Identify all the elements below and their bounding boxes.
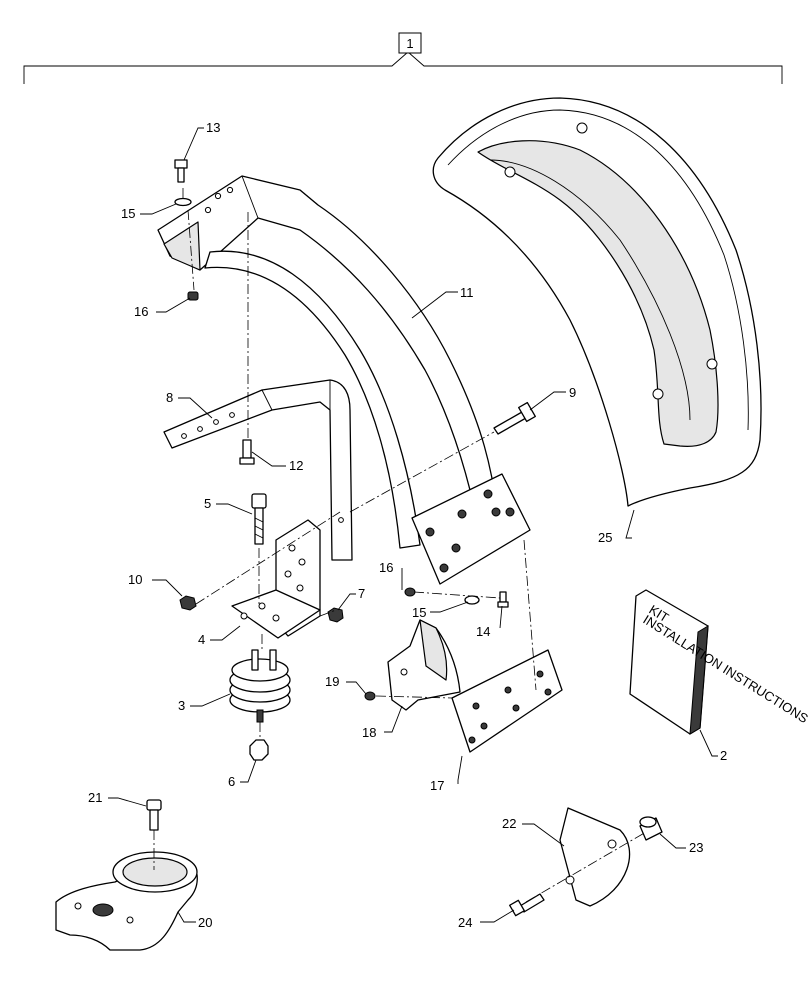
callout-labels: 13 15 16 11 8 9 12 5 25 10 16 7 15 14 4 … [88,120,727,930]
part-19-nut [364,691,376,701]
callout-15: 15 [412,605,426,620]
part-4-angle-bracket [231,519,321,639]
callout-14: 14 [476,624,490,639]
part-7-nut [327,607,344,623]
callout-3: 3 [178,698,185,713]
callout-16: 16 [134,304,148,319]
assembly-bracket: 1 [23,32,783,84]
part-8-arm-bracket [163,379,353,561]
callout-8: 8 [166,390,173,405]
callout-25: 25 [598,530,612,545]
callout-4: 4 [198,632,205,647]
support-plate [411,473,531,585]
callout-19: 19 [325,674,339,689]
callout-18: 18 [362,725,376,740]
callout-9: 9 [569,385,576,400]
assembly-number: 1 [406,36,413,51]
part-20-mounting-base [55,851,198,951]
part-23-spacer [639,816,663,841]
part-18-mount-bracket [387,619,461,711]
part-15-washer-top [174,197,192,207]
callout-16: 16 [379,560,393,575]
callout-6: 6 [228,774,235,789]
part-25-fender-shell [432,97,762,507]
callout-15: 15 [121,206,135,221]
part-10-nut [179,595,197,611]
part-3-isolator [229,649,291,723]
part-14-bolt [497,591,509,608]
part-15-washer [464,595,480,605]
part-12-bolt [239,439,255,465]
assembly-centerlines [153,188,647,903]
part-2-instruction-booklet: KIT INSTALLATION INSTRUCTIONS [629,589,811,735]
part-24-bolt [509,893,545,917]
part-6-nut [249,739,269,761]
part-16-nut [404,587,416,597]
callout-12: 12 [289,458,303,473]
callout-7: 7 [358,586,365,601]
leader-lines [108,127,718,923]
part-11-support-arch [157,175,501,549]
callout-5: 5 [204,496,211,511]
callout-11: 11 [460,285,474,300]
part-22-plate [559,807,631,907]
callout-10: 10 [128,572,142,587]
callout-2: 2 [720,748,727,763]
callout-23: 23 [689,840,703,855]
callout-21: 21 [88,790,102,805]
part-9-bolt [493,401,536,435]
callout-24: 24 [458,915,472,930]
callout-20: 20 [198,915,212,930]
callout-17: 17 [430,778,444,793]
part-16-nut-top [187,291,199,301]
part-5-bolt [251,493,267,545]
callout-22: 22 [502,816,516,831]
part-21-bolt [146,799,162,831]
part-17-extension-plate [451,649,563,753]
part-13-bolt [174,159,188,183]
callout-13: 13 [206,120,220,135]
